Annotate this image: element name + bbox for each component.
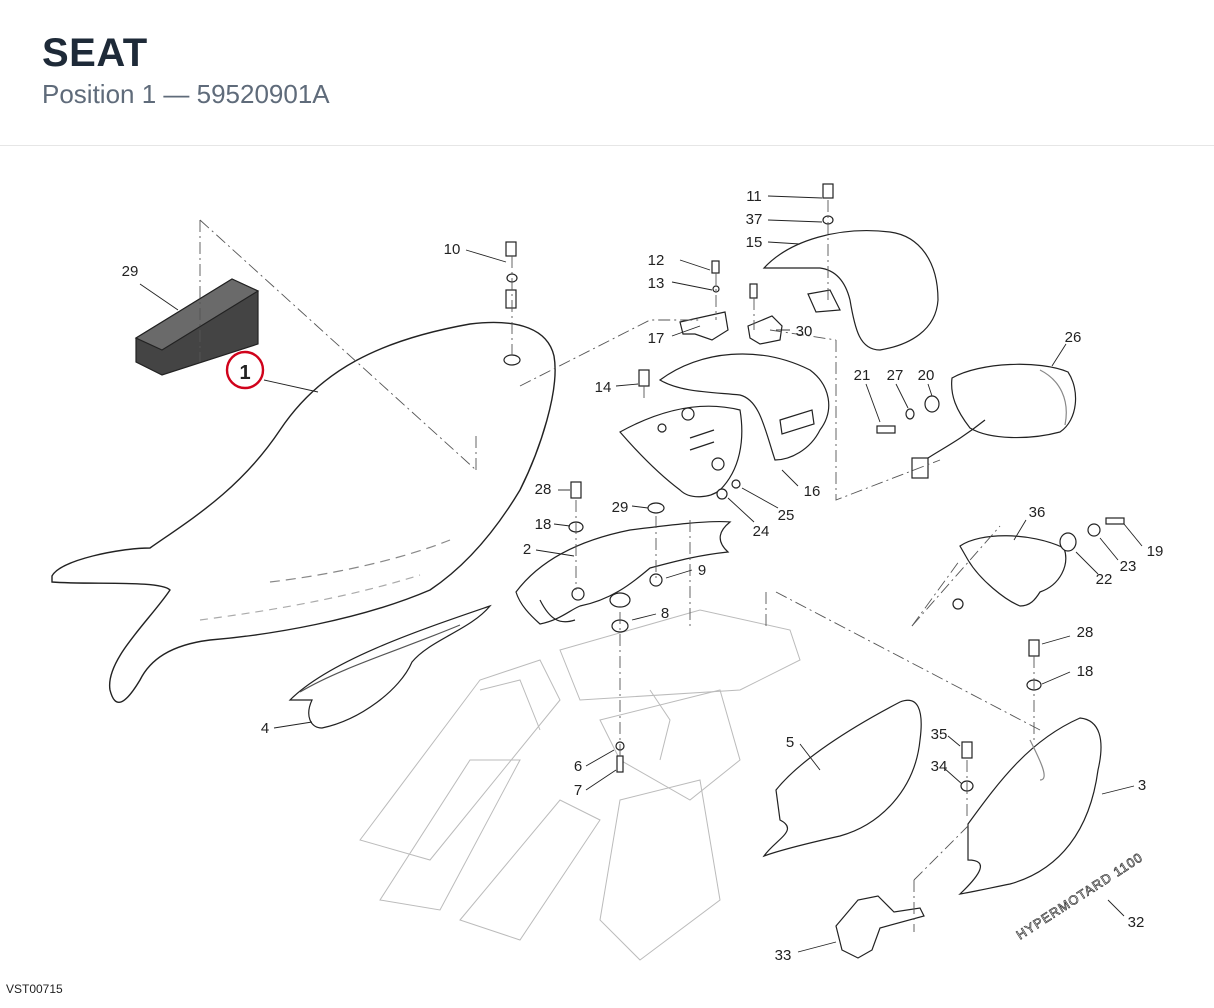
callout-28a: 28 [535,481,552,498]
exploded-parts-diagram: 1 29 10 11 37 15 12 13 17 30 14 21 27 20… [0,146,1214,1003]
callout-23: 23 [1120,558,1137,575]
callout-31: 32 [1128,914,1145,931]
callout-37: 37 [746,211,763,228]
part-16-rear-frame [619,353,830,498]
callout-22: 22 [1096,571,1113,588]
callout-16: 16 [804,483,821,500]
callout-15: 15 [746,234,763,251]
part-3-side-panel [958,717,1102,895]
part-15-tail-cover [762,230,939,351]
callout-4: 4 [261,720,269,737]
page-header: SEAT Position 1 — 59520901A [0,0,1214,146]
leader-lines [139,195,1143,953]
part-1-seat[interactable] [51,321,556,703]
callout-1[interactable]: 1 [239,362,250,384]
selected-part-highlight[interactable] [225,350,265,390]
callout-8: 8 [661,605,669,622]
part-36-plate-holder [959,535,1067,607]
callout-25: 25 [778,507,795,524]
callout-3: 3 [1138,777,1146,794]
part-5-side-panel [762,699,922,858]
callout-21: 21 [854,367,871,384]
callout-29: 29 [612,499,629,516]
page-subtitle: Position 1 — 59520901A [42,79,330,109]
callout-32: 30 [796,323,813,340]
callout-18b: 18 [1077,663,1094,680]
part-32-bracket [747,315,783,345]
callout-13: 13 [648,275,665,292]
callout-24: 24 [753,523,770,540]
subframe [359,609,801,961]
callout-10: 10 [444,241,461,258]
diagram-svg: 1 29 10 11 37 15 12 13 17 30 14 21 27 20… [51,183,1164,964]
callout-6: 6 [574,758,582,775]
callout-35: 35 [931,726,948,743]
part-17-bracket [679,311,729,341]
fasteners [503,183,1125,792]
callout-28b: 28 [1077,624,1094,641]
assembly-lines [199,200,1041,932]
callout-27: 27 [887,367,904,384]
callout-18a: 18 [535,516,552,533]
callout-5: 5 [786,734,794,751]
callout-30: 29 [122,263,139,280]
callout-26: 26 [1065,329,1082,346]
callout-11: 11 [746,188,762,205]
callout-33: 33 [775,947,792,964]
callout-14: 14 [595,379,612,396]
part-2-undertray [515,520,732,625]
callout-19: 19 [1147,543,1164,560]
callout-17: 17 [648,330,665,347]
part-26-taillight [911,363,1077,479]
callout-34: 34 [931,758,948,775]
page-title: SEAT [42,31,148,75]
callout-12: 12 [648,252,665,269]
part-4-trim [288,604,492,729]
callout-36: 36 [1029,504,1046,521]
diagram-code: VST00715 [6,982,63,996]
callout-20: 20 [918,367,935,384]
callout-7: 7 [574,782,582,799]
callout-9: 9 [698,562,706,579]
callout-labels: 29 10 11 37 15 12 13 17 30 14 21 27 20 2… [122,188,1164,964]
part-30-foam-block [134,278,260,376]
part-33-bracket [835,895,925,959]
callout-2: 2 [523,541,531,558]
